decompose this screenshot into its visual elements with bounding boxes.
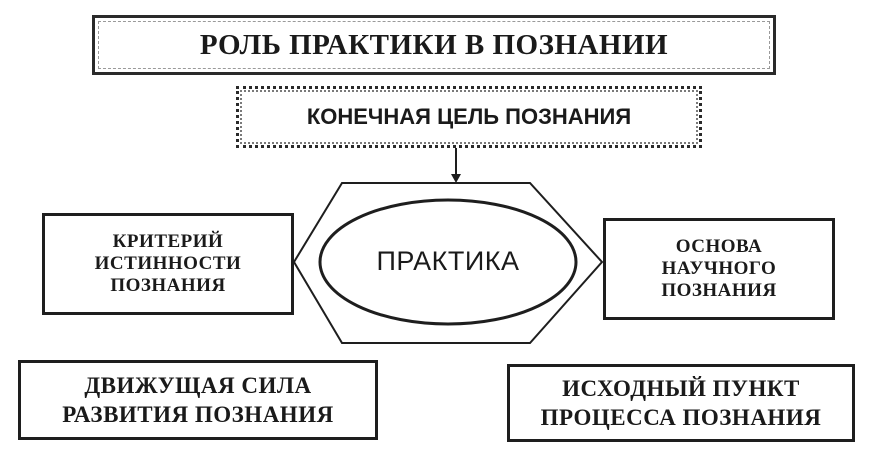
starting-point-line-2: ПРОЦЕССА ПОЗНАНИЯ [540, 405, 822, 430]
diagram-title-text: РОЛЬ ПРАКТИКИ В ПОЗНАНИИ [199, 28, 669, 61]
starting-point-line-1: ИСХОДНЫЙ ПУНКТ [562, 376, 800, 401]
driving-force-line-1: ДВИЖУЩАЯ СИЛА [84, 373, 312, 398]
basis-line-3: ПОЗНАНИЯ [661, 280, 777, 301]
goal-to-practice-arrowhead [451, 174, 461, 183]
basis-line-1: ОСНОВА [675, 236, 763, 257]
starting-point-box: ИСХОДНЫЙ ПУНКТ ПРОЦЕССА ПОЗНАНИЯ [507, 364, 855, 442]
goal-box: Конечная цель познания [236, 86, 702, 148]
driving-force-line-2: РАЗВИТИЯ ПОЗНАНИЯ [62, 402, 334, 427]
practice-label: ПРАКТИКА [376, 245, 520, 276]
basis-box: ОСНОВА НАУЧНОГО ПОЗНАНИЯ [603, 218, 835, 320]
driving-force-box: ДВИЖУЩАЯ СИЛА РАЗВИТИЯ ПОЗНАНИЯ [18, 360, 378, 440]
diagram-title: РОЛЬ ПРАКТИКИ В ПОЗНАНИИ [92, 15, 776, 75]
basis-line-2: НАУЧНОГО [661, 258, 777, 279]
goal-text: Конечная цель познания [306, 104, 632, 129]
criterion-box: КРИТЕРИЙ ИСТИННОСТИ ПОЗНАНИЯ [42, 213, 294, 315]
criterion-line-3: ПОЗНАНИЯ [110, 275, 226, 296]
criterion-line-2: ИСТИННОСТИ [94, 253, 242, 274]
practice-ellipse [318, 198, 578, 326]
criterion-line-1: КРИТЕРИЙ [112, 231, 224, 252]
